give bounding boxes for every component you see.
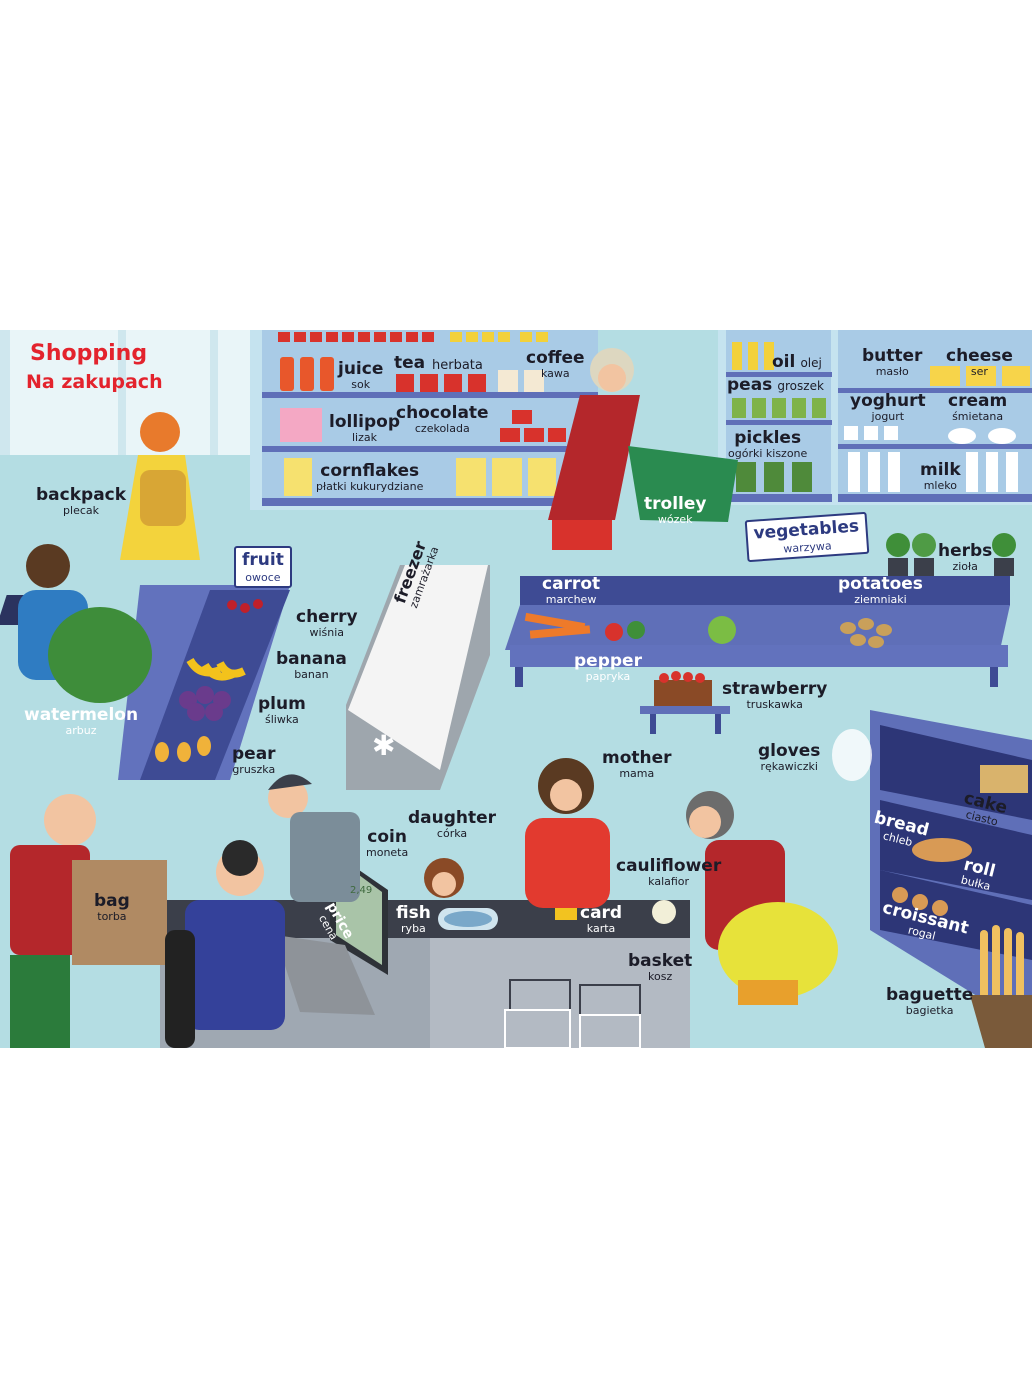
cauliflower: [652, 900, 676, 924]
register-readout: 2,49: [350, 885, 372, 896]
dry-goods-shelf: [250, 330, 598, 510]
fish: [444, 911, 492, 927]
label-tea-pl: herbata: [432, 358, 483, 373]
page-title: Shopping: [30, 341, 148, 366]
man-with-bag: [10, 794, 167, 1048]
label-peas: peas groszek: [727, 375, 824, 395]
svg-text:✱: ✱: [372, 729, 395, 762]
daughter: [424, 858, 464, 898]
mother: [525, 758, 610, 908]
boy-with-watermelon: [18, 544, 152, 703]
strawberry-table: [640, 671, 730, 734]
old-woman-with-bag: [686, 791, 838, 1005]
vegetable-stand: [505, 533, 1016, 687]
cashier: [165, 840, 285, 1048]
girl-with-backpack: [120, 412, 200, 560]
label-oil: oil olej: [772, 352, 822, 372]
label-tea: tea: [394, 353, 426, 373]
baguettes: [970, 925, 1032, 1048]
customer-with-cap: [268, 774, 360, 902]
fruit-stand: [0, 585, 290, 780]
freezer: ✱: [346, 565, 490, 790]
baskets: [504, 979, 641, 1049]
grandmother-with-trolley: [548, 348, 738, 550]
gloves: [832, 729, 872, 781]
page-subtitle: Na zakupach: [26, 371, 163, 393]
dairy-shelf: [718, 330, 1032, 505]
